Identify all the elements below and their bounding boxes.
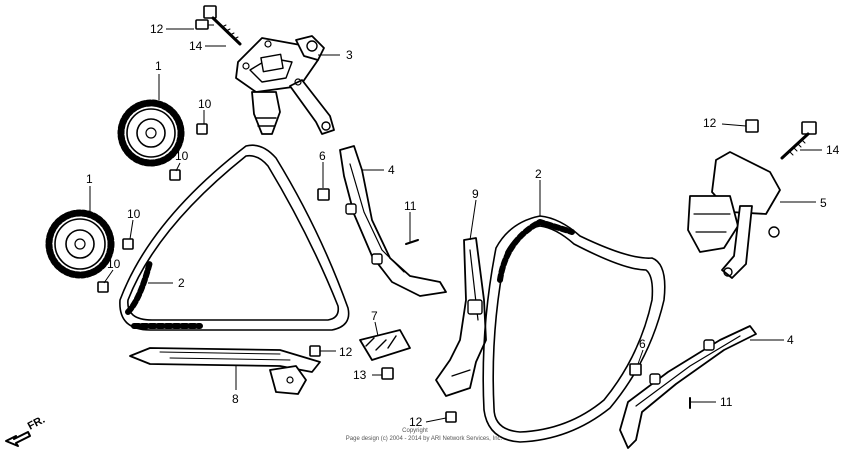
front-arrow-icon <box>5 431 31 447</box>
pin-11-left <box>405 239 419 245</box>
callout-10: 10 <box>198 97 212 111</box>
chain-left <box>119 144 350 331</box>
callout-10: 10 <box>127 207 141 221</box>
bolt-6-left <box>317 188 330 201</box>
callout-3: 3 <box>346 48 353 62</box>
tensioner-guide-center <box>435 237 487 397</box>
callout-5: 5 <box>820 196 827 210</box>
tensioner-right <box>687 151 781 279</box>
callout-13: 13 <box>353 368 367 382</box>
callout-8: 8 <box>232 392 239 406</box>
callout-6: 6 <box>319 149 326 163</box>
chain-guide-upper <box>339 145 447 297</box>
front-direction-indicator: FR. <box>5 414 47 447</box>
callout-7: 7 <box>371 309 378 323</box>
callout-14: 14 <box>189 39 203 53</box>
callout-4: 4 <box>388 163 395 177</box>
bolt-12-mid <box>309 345 321 357</box>
chain-right <box>482 215 666 443</box>
front-label: FR. <box>26 414 47 433</box>
callouts: 12 14 3 1 10 10 1 10 10 2 6 4 11 7 12 13… <box>86 22 840 429</box>
chain-guide-lower-right <box>619 325 757 449</box>
callout-4: 4 <box>787 333 794 347</box>
callout-1: 1 <box>86 172 93 186</box>
copyright-line-1: Copyright <box>402 428 428 434</box>
callout-11: 11 <box>404 199 417 213</box>
callout-12: 12 <box>339 345 353 359</box>
bolt-14-right <box>780 121 817 160</box>
bolt-12-bottom <box>445 411 457 423</box>
callout-12: 12 <box>409 415 423 429</box>
callout-2: 2 <box>178 276 185 290</box>
callout-11: 11 <box>720 395 733 409</box>
sprocket-upper <box>117 99 185 167</box>
copyright-notice: Copyright Page design (c) 2004 - 2014 by… <box>346 428 503 442</box>
chain-guide-lower <box>129 347 321 395</box>
callout-2: 2 <box>535 167 542 181</box>
callout-9: 9 <box>472 187 479 201</box>
bolt-13 <box>381 367 394 380</box>
callout-12: 12 <box>703 116 717 130</box>
callout-10: 10 <box>107 257 121 271</box>
callout-6: 6 <box>639 337 646 351</box>
bolt-10-group <box>97 123 208 293</box>
callout-14: 14 <box>826 143 840 157</box>
bolt-12-top <box>195 19 214 30</box>
leader-lines <box>89 28 822 423</box>
copyright-line-2: Page design (c) 2004 - 2014 by ARI Netwo… <box>346 436 503 442</box>
bolt-12-right <box>745 119 759 133</box>
tensioner-upper <box>235 35 335 135</box>
bolt-6-right <box>629 363 642 376</box>
callout-12: 12 <box>150 22 164 36</box>
bolt-14-top <box>203 5 242 46</box>
callout-10: 10 <box>175 149 189 163</box>
slider-7 <box>359 329 411 361</box>
sprocket-lower <box>45 209 115 279</box>
callout-1: 1 <box>155 59 162 73</box>
